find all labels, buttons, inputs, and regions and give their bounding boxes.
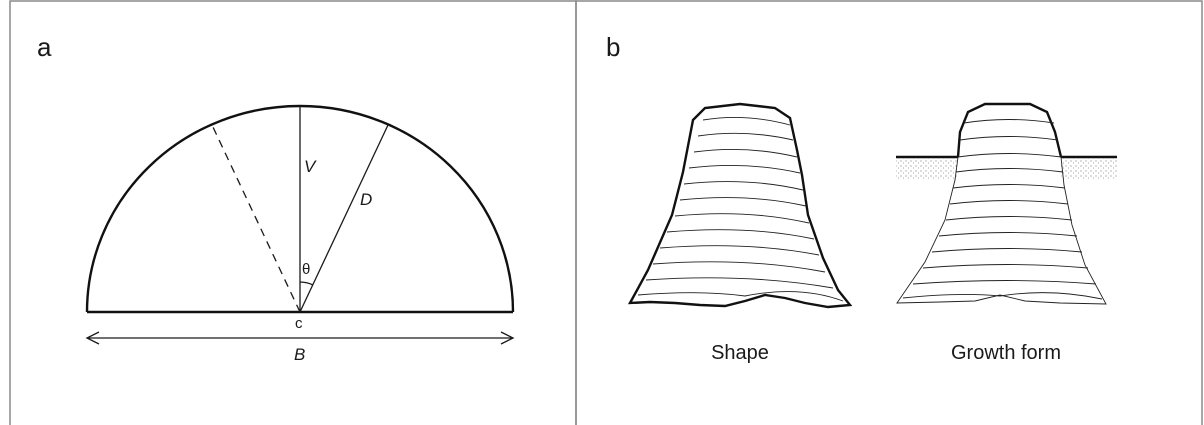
- panel-a-frame: [9, 0, 577, 425]
- shape-outline: [627, 102, 853, 309]
- inclined-radius: [299, 124, 389, 313]
- growth-form-growth-bands: [902, 119, 1103, 300]
- base-arrow-right: [500, 331, 515, 345]
- growth-form-lower-outline: [896, 156, 1107, 305]
- growth-form-top-outline: [956, 102, 1063, 158]
- label-theta: θ: [302, 261, 310, 278]
- label-c: c: [295, 315, 303, 332]
- panel-a: a V D θ c B: [37, 32, 515, 364]
- label-v: V: [304, 157, 317, 176]
- label-b: B: [294, 345, 305, 364]
- label-d: D: [360, 190, 372, 209]
- sediment-right: [1061, 157, 1117, 179]
- caption-shape: Shape: [711, 342, 769, 364]
- panel-b-frame: [575, 0, 1203, 425]
- angle-arc: [299, 281, 314, 286]
- panel-b: b: [606, 32, 1117, 364]
- panel-a-letter: a: [37, 32, 52, 62]
- caption-growth-form: Growth form: [951, 342, 1061, 364]
- sediment-left: [896, 157, 958, 179]
- shape-colony: [627, 102, 853, 309]
- growth-form-colony: [896, 102, 1117, 305]
- shape-growth-bands: [637, 116, 844, 302]
- dashed-radius: [211, 124, 301, 313]
- base-arrow-left: [85, 331, 100, 345]
- panel-b-letter: b: [606, 32, 620, 62]
